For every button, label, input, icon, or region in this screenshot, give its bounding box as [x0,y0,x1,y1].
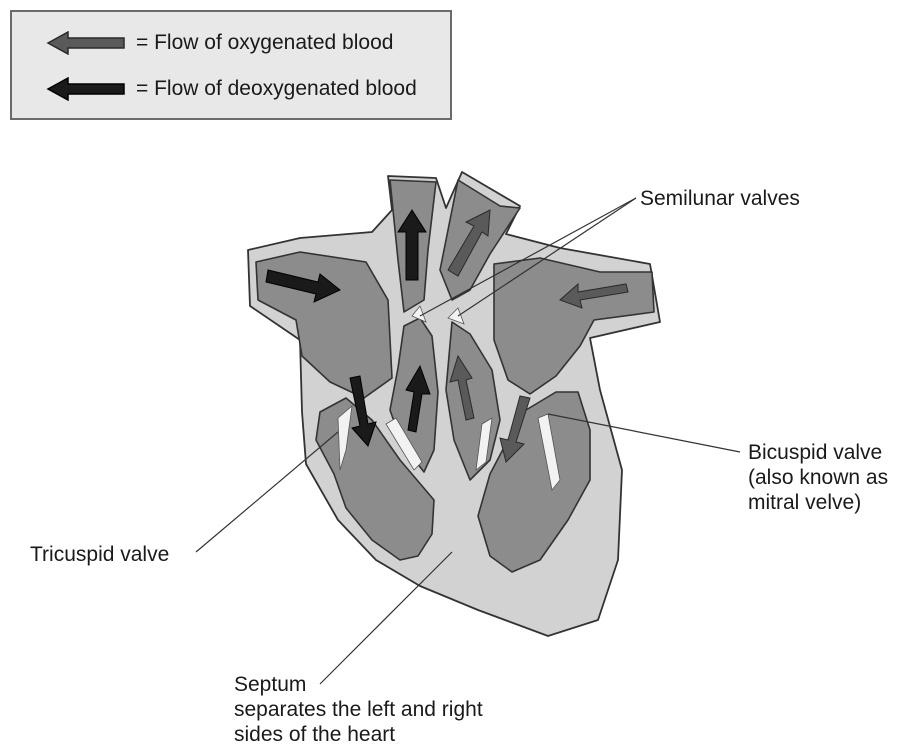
label-septum: Septum separates the left and right side… [234,672,483,747]
label-septum-line3: sides of the heart [234,722,483,747]
leader-septum [320,552,452,684]
label-bicuspid-line1: Bicuspid valve [748,440,888,465]
label-septum-line2: separates the left and right [234,697,483,722]
label-tricuspid-text: Tricuspid valve [30,542,169,567]
leader-tricuspid [196,432,338,552]
label-semilunar-text: Semilunar valves [640,186,800,211]
label-bicuspid-line2: (also known as [748,465,888,490]
label-bicuspid-valve: Bicuspid valve (also known as mitral vel… [748,440,888,515]
label-bicuspid-line3: mitral velve) [748,490,888,515]
label-semilunar-valves: Semilunar valves [640,186,800,211]
label-tricuspid-valve: Tricuspid valve [30,542,169,567]
label-septum-line1: Septum [234,672,483,697]
